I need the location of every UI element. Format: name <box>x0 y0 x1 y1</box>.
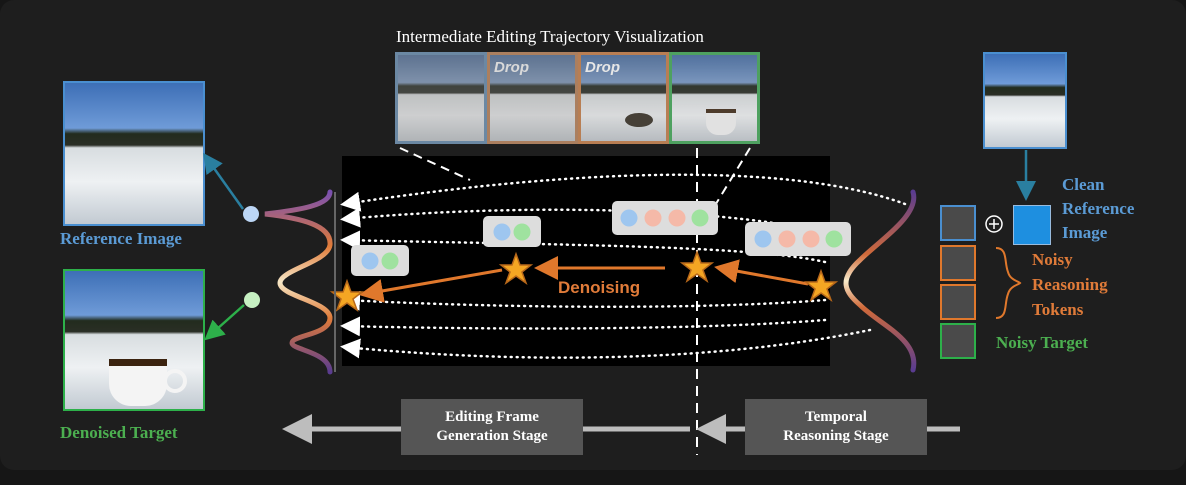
frame-2-label: Drop <box>494 59 529 76</box>
denoised-target-label: Denoised Target <box>60 423 178 442</box>
trajectory-frame-1 <box>395 52 487 144</box>
cup-shadow <box>625 113 653 127</box>
noisy-target-token <box>940 323 976 359</box>
denoising-label-front: Denoising <box>558 278 641 297</box>
trajectory-frame-3: Drop <box>578 52 669 144</box>
coffee-cup <box>706 109 736 135</box>
noisy-reasoning-label-2: Reasoning <box>1032 275 1108 294</box>
noisy-reasoning-token-2 <box>940 284 976 320</box>
editing-stage-front-line-1: Editing Frame <box>445 409 539 425</box>
clean-reference-image <box>983 52 1067 149</box>
temporal-stage-box-front: Temporal Reasoning Stage <box>745 399 927 455</box>
coffee-cup-large <box>109 359 167 406</box>
cup-handle <box>163 369 187 393</box>
editing-stage-box-front: Editing Frame Generation Stage <box>401 399 583 455</box>
noisy-target-label: Noisy Target <box>996 333 1089 352</box>
reference-image-label: Reference Image <box>60 229 182 248</box>
temporal-stage-front-line-1: Temporal <box>805 409 867 425</box>
clean-reference-label-1: Clean <box>1062 175 1105 194</box>
noisy-reasoning-label-3: Tokens <box>1032 300 1084 319</box>
editing-stage-front-line-2: Generation Stage <box>436 428 548 444</box>
frame-3-label: Drop <box>585 59 620 76</box>
trajectory-frame-2: Drop <box>487 52 578 144</box>
clean-reference-label-2: Reference <box>1062 199 1135 218</box>
trajectory-title: Intermediate Editing Trajectory Visualiz… <box>396 27 704 46</box>
reference-image <box>63 81 205 226</box>
noisy-reasoning-label-1: Noisy <box>1032 250 1073 269</box>
denoised-target-image <box>63 269 205 411</box>
reference-token <box>940 205 976 241</box>
clean-reference-label-3: Image <box>1062 223 1108 242</box>
trajectory-frame-4 <box>669 52 760 144</box>
clean-reference-token <box>1013 205 1051 245</box>
noisy-reasoning-token-1 <box>940 245 976 281</box>
temporal-stage-front-line-2: Reasoning Stage <box>783 428 889 444</box>
